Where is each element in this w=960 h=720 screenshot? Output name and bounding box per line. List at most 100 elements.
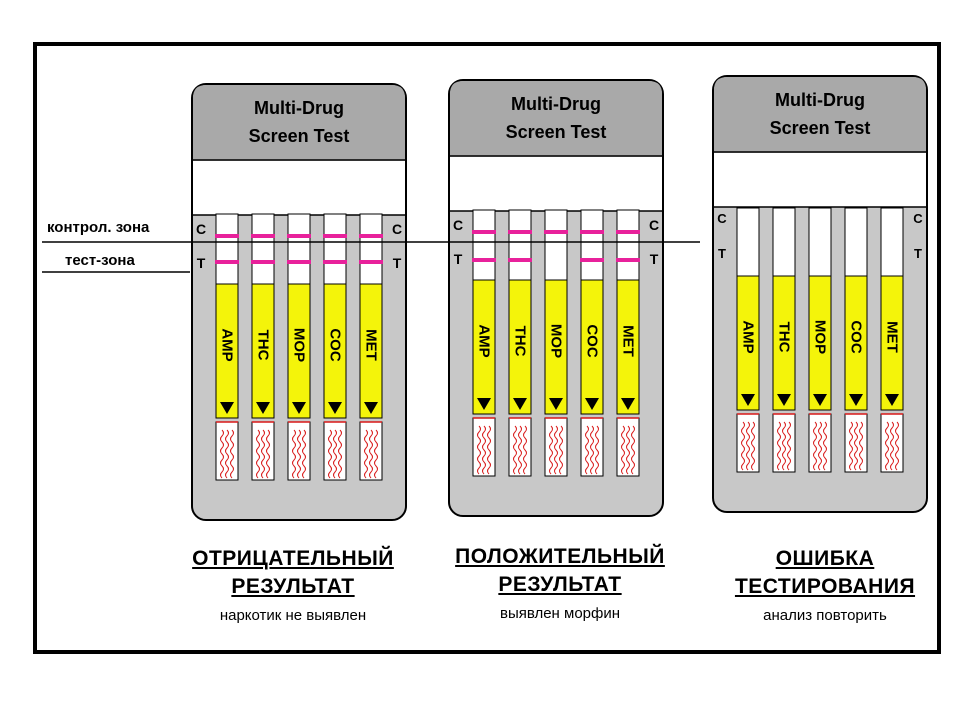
result-title-line1: ПОЛОЖИТЕЛЬНЫЙ	[428, 543, 692, 571]
drug-label: MET	[620, 325, 637, 357]
cassette-header	[193, 85, 405, 160]
test-strip: MET	[881, 208, 903, 472]
header-subtitle: Screen Test	[770, 118, 871, 138]
header-title: Multi-Drug	[254, 98, 344, 118]
test-line	[508, 258, 532, 262]
test-line	[472, 258, 496, 262]
result-title-line1: ОШИБКА	[700, 545, 950, 573]
test-mark-left: T	[197, 255, 206, 271]
test-line	[251, 260, 275, 264]
positive-result-caption: ПОЛОЖИТЕЛЬНЫЙ РЕЗУЛЬТАТ выявлен морфин	[428, 543, 692, 622]
strip-window	[324, 214, 346, 284]
test-strip: THC	[773, 208, 795, 472]
result-title-line2: РЕЗУЛЬТАТ	[163, 573, 423, 601]
drug-label: MOP	[812, 320, 829, 354]
control-line	[544, 230, 568, 234]
result-title-line1: ОТРИЦАТЕЛЬНЫЙ	[163, 545, 423, 573]
test-zone-label: тест-зона	[65, 252, 135, 269]
control-line	[359, 234, 383, 238]
test-strip: MET	[359, 214, 383, 480]
control-line	[580, 230, 604, 234]
drug-label: THC	[776, 322, 793, 353]
result-title-line2: РЕЗУЛЬТАТ	[428, 571, 692, 599]
test-line	[359, 260, 383, 264]
cassette-window	[193, 161, 405, 215]
negative-result-caption: ОТРИЦАТЕЛЬНЫЙ РЕЗУЛЬТАТ наркотик не выяв…	[163, 545, 423, 624]
cassette-window	[714, 153, 926, 207]
test-strip: MOP	[544, 210, 568, 476]
control-mark-left: C	[717, 211, 727, 226]
test-strip: COC	[580, 210, 604, 476]
test-strip: AMP	[737, 208, 759, 472]
drug-label: MET	[884, 321, 901, 353]
strip-window	[773, 208, 795, 276]
header-subtitle: Screen Test	[249, 126, 350, 146]
result-subtitle: выявлен морфин	[428, 605, 692, 622]
control-mark-left: C	[453, 217, 463, 233]
drug-label: COC	[848, 320, 865, 354]
drug-label: AMP	[219, 328, 236, 361]
test-line	[323, 260, 347, 264]
drug-label: AMP	[476, 324, 493, 357]
cassette: Multi-DrugScreen TestCTCTAMPTHCMOPCOCMET	[449, 80, 663, 516]
control-line	[472, 230, 496, 234]
drug-label: MOP	[291, 328, 308, 362]
test-line	[215, 260, 239, 264]
control-mark-right: C	[913, 211, 923, 226]
strip-window	[809, 208, 831, 276]
test-mark-right: T	[650, 251, 659, 267]
strip-window	[252, 214, 274, 284]
test-strip: AMP	[472, 210, 496, 476]
control-mark-right: C	[649, 217, 659, 233]
strip-window	[881, 208, 903, 276]
test-line	[616, 258, 640, 262]
control-line	[616, 230, 640, 234]
control-line	[287, 234, 311, 238]
test-strip: MOP	[809, 208, 831, 472]
test-mark-left: T	[718, 246, 726, 261]
test-strip: MET	[616, 210, 640, 476]
test-line	[580, 258, 604, 262]
drug-label: MET	[363, 329, 380, 361]
control-line	[323, 234, 347, 238]
test-strip: MOP	[287, 214, 311, 480]
control-line	[508, 230, 532, 234]
drug-label: COC	[327, 328, 344, 362]
drug-label: COC	[584, 324, 601, 358]
drug-label: MOP	[548, 324, 565, 358]
strip-window	[545, 210, 567, 280]
test-strip: COC	[323, 214, 347, 480]
strip-window	[581, 210, 603, 280]
test-mark-right: T	[914, 246, 922, 261]
cassette-header	[714, 77, 926, 152]
strip-window	[737, 208, 759, 276]
control-line	[251, 234, 275, 238]
test-strip: COC	[845, 208, 867, 472]
drug-label: THC	[255, 330, 272, 361]
test-mark-left: T	[454, 251, 463, 267]
cassette-header	[450, 81, 662, 156]
strip-window	[473, 210, 495, 280]
strip-window	[617, 210, 639, 280]
test-strip: AMP	[215, 214, 239, 480]
header-title: Multi-Drug	[775, 90, 865, 110]
result-subtitle: анализ повторить	[700, 607, 950, 624]
control-line	[215, 234, 239, 238]
strip-window	[288, 214, 310, 284]
drug-label: THC	[512, 326, 529, 357]
control-mark-left: C	[196, 221, 206, 237]
header-title: Multi-Drug	[511, 94, 601, 114]
strip-window	[360, 214, 382, 284]
result-title-line2: ТЕСТИРОВАНИЯ	[700, 573, 950, 601]
error-result-caption: ОШИБКА ТЕСТИРОВАНИЯ анализ повторить	[700, 545, 950, 624]
control-mark-right: C	[392, 221, 402, 237]
test-mark-right: T	[393, 255, 402, 271]
test-line	[287, 260, 311, 264]
test-strip: THC	[508, 210, 532, 476]
result-subtitle: наркотик не выявлен	[163, 607, 423, 624]
strip-window	[509, 210, 531, 280]
cassette: Multi-DrugScreen TestC T C T AMP THC MOP COC MET	[713, 76, 927, 512]
strip-window	[216, 214, 238, 284]
control-zone-label: контрол. зона	[47, 219, 149, 236]
